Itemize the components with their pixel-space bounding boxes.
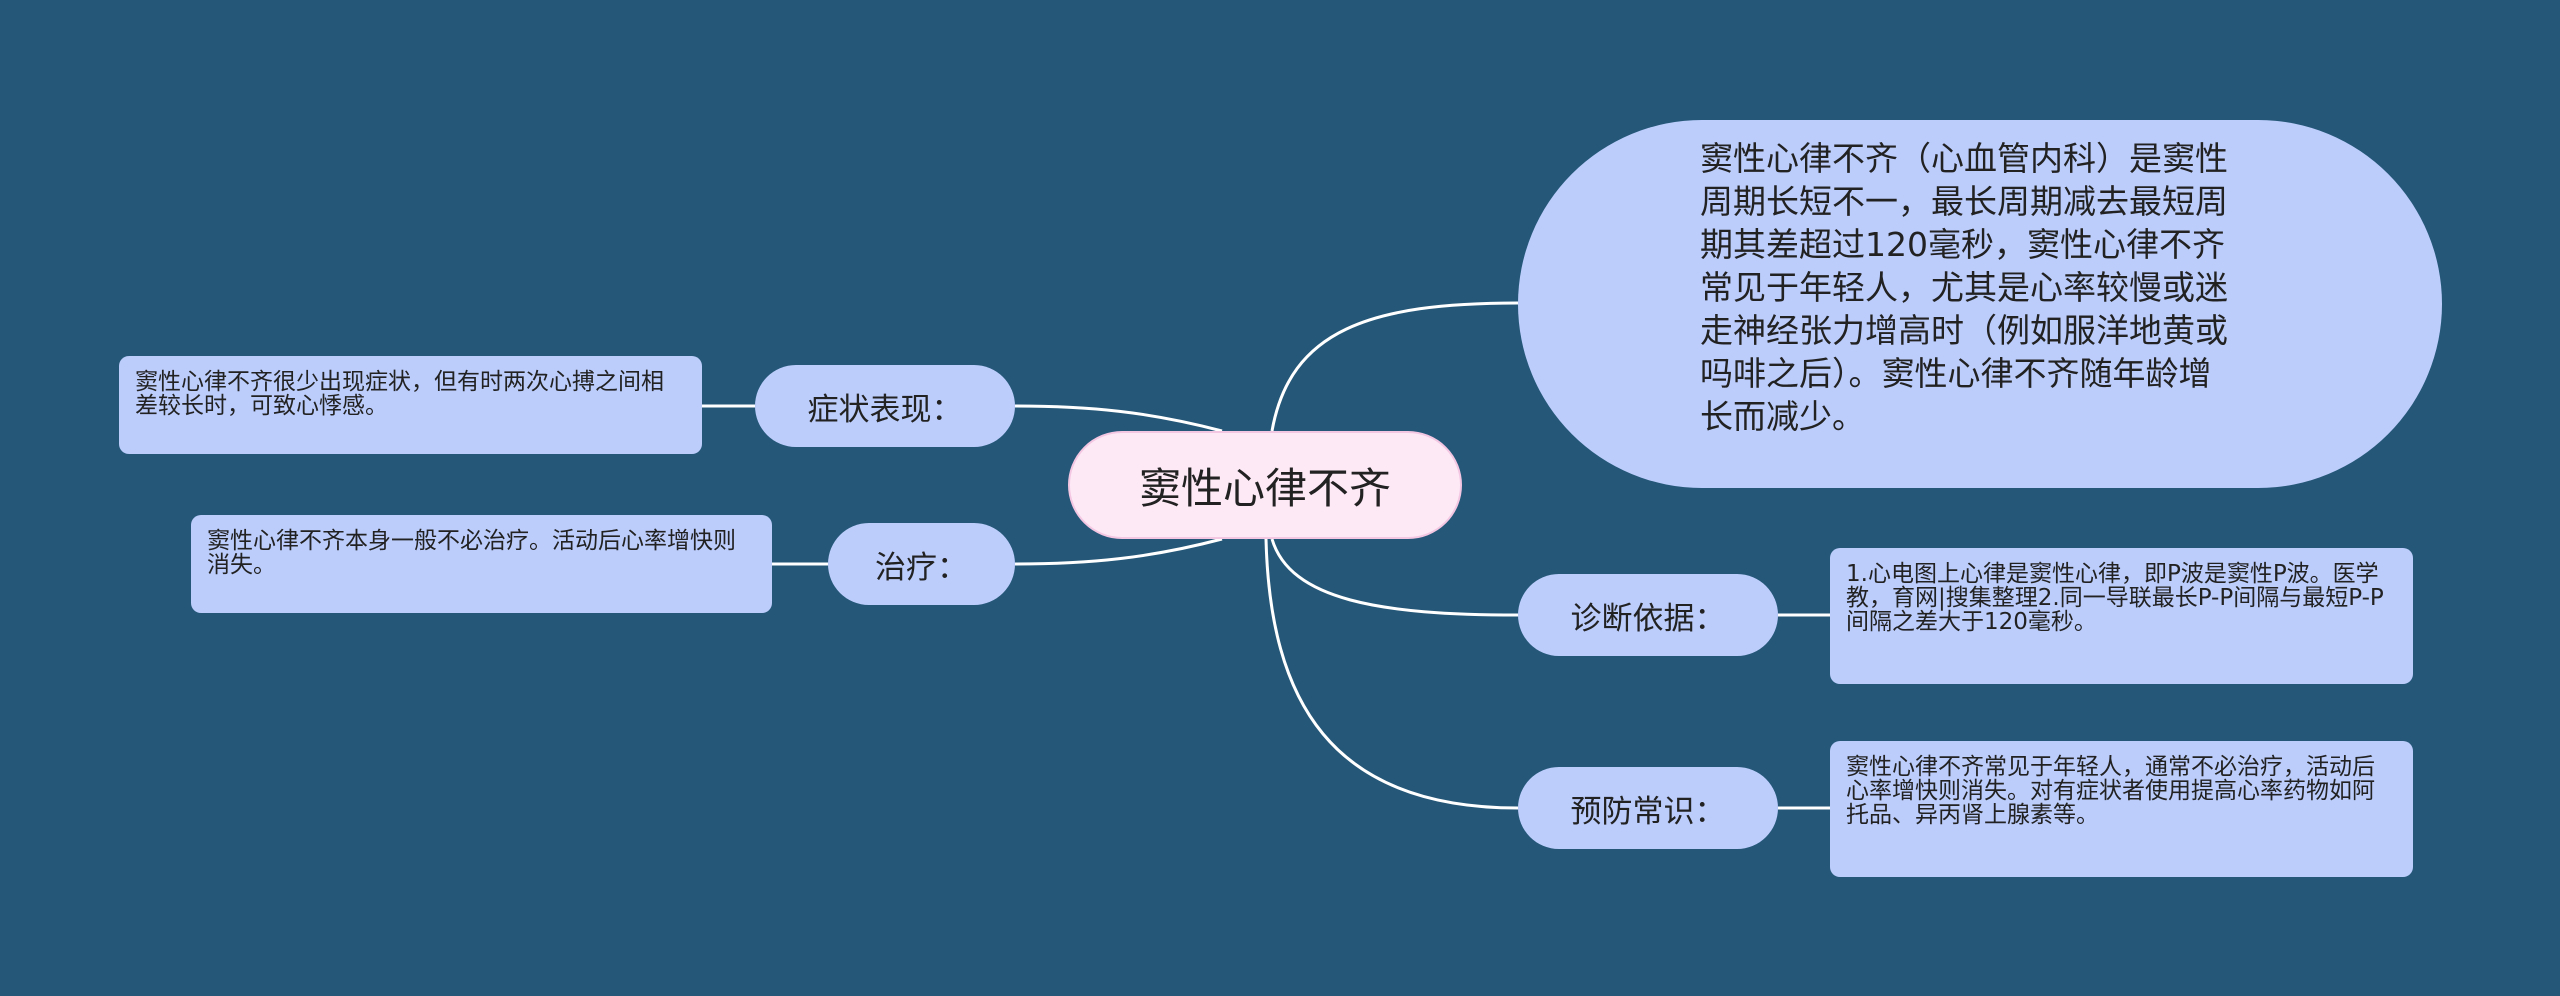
connector-root-treatment (1014, 537, 1223, 566)
connector-root-diagnosis (1270, 538, 1519, 617)
branch-symptoms[interactable]: 症状表现： (755, 365, 1015, 447)
connector-root-symptoms (1014, 404, 1223, 433)
central-topic[interactable]: 窦性心律不齐 (1068, 431, 1462, 539)
connector-root-definition (1270, 301, 1519, 432)
branch-treatment[interactable]: 治疗： (828, 523, 1015, 605)
definition-bubble[interactable]: 窦性心律不齐（心血管内科）是窦性周期长短不一，最长周期减去最短周期其差超过120… (1518, 120, 2442, 488)
branch-diagnosis[interactable]: 诊断依据： (1518, 574, 1778, 656)
diagnosis-detail[interactable]: 1.心电图上心律是窦性心律，即P波是窦性P波。医学教，育网|搜集整理2.同一导联… (1830, 548, 2413, 684)
prevention-detail[interactable]: 窦性心律不齐常见于年轻人，通常不必治疗，活动后心率增快则消失。对有症状者使用提高… (1830, 741, 2413, 877)
branch-prevention[interactable]: 预防常识： (1518, 767, 1778, 849)
symptoms-detail[interactable]: 窦性心律不齐很少出现症状，但有时两次心搏之间相差较长时，可致心悸感。 (119, 356, 702, 454)
treatment-detail[interactable]: 窦性心律不齐本身一般不必治疗。活动后心率增快则消失。 (191, 515, 772, 613)
connector-root-prevention (1264, 538, 1519, 810)
